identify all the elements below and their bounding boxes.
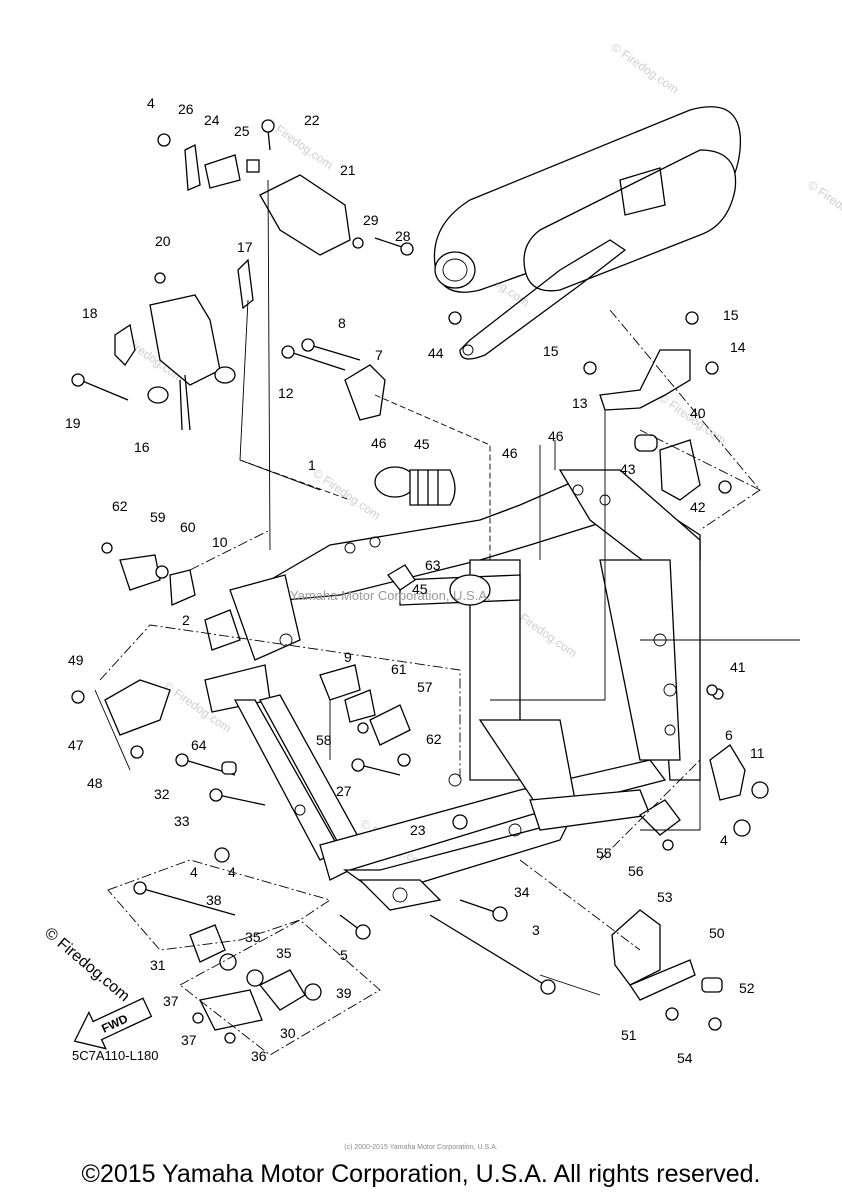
callout-56: 56: [628, 863, 644, 879]
callout-42: 42: [690, 499, 706, 515]
callout-4: 4: [147, 95, 155, 111]
callout-62: 62: [112, 498, 128, 514]
callout-12: 12: [278, 385, 294, 401]
callout-37: 37: [163, 993, 179, 1009]
callout-2: 2: [182, 612, 190, 628]
callout-18: 18: [82, 305, 98, 321]
callout-55: 55: [596, 845, 612, 861]
callout-4: 4: [720, 832, 728, 848]
callout-64: 64: [191, 737, 207, 753]
firedog-mark: © Firedog.com: [41, 925, 132, 1006]
callout-59: 59: [150, 509, 166, 525]
callouts: 1 2 3 4 4 4 4 5 6 7 8 9 10 11 12 13 14 1…: [65, 95, 765, 1066]
callout-35: 35: [245, 929, 261, 945]
callout-3: 3: [532, 922, 540, 938]
callout-1: 1: [308, 457, 316, 473]
callout-21: 21: [340, 162, 356, 178]
callout-35: 35: [276, 945, 292, 961]
callout-27: 27: [336, 783, 352, 799]
callout-4: 4: [190, 864, 198, 880]
callout-5: 5: [340, 947, 348, 963]
callout-62: 62: [426, 731, 442, 747]
callout-9: 9: [344, 649, 352, 665]
callout-25: 25: [234, 123, 250, 139]
callout-54: 54: [677, 1050, 693, 1066]
brand-watermark-main: © Firedog.com: [41, 925, 132, 1006]
callout-60: 60: [180, 519, 196, 535]
callout-30: 30: [280, 1025, 296, 1041]
callout-4: 4: [228, 864, 236, 880]
callout-29: 29: [363, 212, 379, 228]
callout-22: 22: [304, 112, 320, 128]
diagram-code: 5C7A110-L180: [72, 1048, 159, 1063]
callout-47: 47: [68, 737, 84, 753]
callout-50: 50: [709, 925, 725, 941]
callout-39: 39: [336, 985, 352, 1001]
callout-15: 15: [543, 343, 559, 359]
callout-52: 52: [739, 980, 755, 996]
callout-19: 19: [65, 415, 81, 431]
callout-15: 15: [723, 307, 739, 323]
brand-watermark: © Firedog.com: [609, 40, 682, 97]
callout-61: 61: [391, 661, 407, 677]
callout-40: 40: [690, 405, 706, 421]
callout-58: 58: [316, 732, 332, 748]
callout-45: 45: [412, 581, 428, 597]
brand-watermark: © Firedog.com: [805, 178, 842, 235]
callout-37: 37: [181, 1032, 197, 1048]
callout-36: 36: [251, 1048, 267, 1064]
callout-53: 53: [657, 889, 673, 905]
callout-41: 41: [730, 659, 746, 675]
leader-lines: [94, 179, 800, 1056]
callout-13: 13: [572, 395, 588, 411]
callout-34: 34: [514, 884, 530, 900]
callout-16: 16: [134, 439, 150, 455]
center-watermark: Yamaha Motor Corporation, U.S.A.: [290, 588, 491, 603]
callout-32: 32: [154, 786, 170, 802]
callout-31: 31: [150, 957, 166, 973]
callout-14: 14: [730, 339, 746, 355]
tiny-credit: (c) 2000-2015 Yamaha Motor Corporation, …: [344, 1144, 498, 1151]
callout-46: 46: [371, 435, 387, 451]
callout-26: 26: [178, 101, 194, 117]
callout-49: 49: [68, 652, 84, 668]
callout-24: 24: [204, 112, 220, 128]
callout-38: 38: [206, 892, 222, 908]
callout-44: 44: [428, 345, 444, 361]
callout-43: 43: [620, 461, 636, 477]
callout-33: 33: [174, 813, 190, 829]
callout-48: 48: [87, 775, 103, 791]
callout-7: 7: [375, 347, 383, 363]
callout-20: 20: [155, 233, 171, 249]
parts-group: [71, 119, 769, 1044]
callout-17: 17: [237, 239, 253, 255]
copyright-notice: ©2015 Yamaha Motor Corporation, U.S.A. A…: [81, 1160, 761, 1188]
callout-46: 46: [548, 428, 564, 444]
callout-10: 10: [212, 534, 228, 550]
callout-6: 6: [725, 727, 733, 743]
brand-watermark: © Firedog.com: [310, 466, 383, 523]
callout-28: 28: [395, 228, 411, 244]
callout-11: 11: [750, 745, 765, 761]
muffler-assembly: [433, 106, 742, 360]
callout-63: 63: [425, 557, 441, 573]
callout-57: 57: [417, 679, 433, 695]
callout-51: 51: [621, 1027, 637, 1043]
callout-46: 46: [502, 445, 518, 461]
callout-8: 8: [338, 315, 346, 331]
main-frame: [204, 469, 701, 911]
callout-45: 45: [414, 436, 430, 452]
callout-23: 23: [410, 822, 426, 838]
